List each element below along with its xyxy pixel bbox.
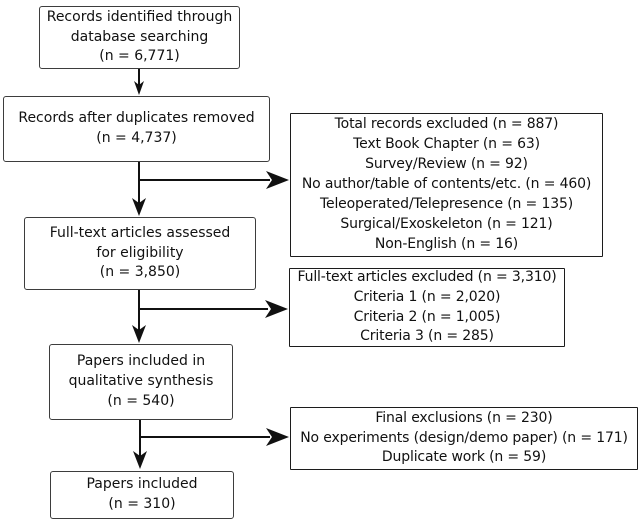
box-text-line: Records after duplicates removed <box>18 110 255 127</box>
arrow-fulltext-to-qualitative <box>132 289 146 343</box>
box-text-line: Final exclusions (n = 230) <box>375 409 553 426</box>
arrow-branch-records-excluded <box>138 171 289 189</box>
box-fulltext-excluded: Full-text articles excluded (n = 3,310) … <box>289 268 565 347</box>
box-text-line: (n = 310) <box>108 496 176 512</box>
box-records-identified: Records identified through database sear… <box>39 6 240 69</box>
arrow-branch-fulltext-excluded <box>138 300 288 318</box>
box-text-line: Surgical/Exoskeleton (n = 121) <box>340 215 553 232</box>
box-text-line: Full-text articles assessed <box>49 224 231 241</box>
box-fulltext-assessed: Full-text articles assessed for eligibil… <box>24 217 256 290</box>
box-text-line: (n = 540) <box>107 392 175 409</box>
box-records-excluded: Total records excluded (n = 887) Text Bo… <box>290 113 603 257</box>
box-text-line: Records identified through <box>46 8 233 25</box>
box-text-line: No author/table of contents/etc. (n = 46… <box>301 176 592 193</box>
box-text-line: Duplicate work (n = 59) <box>381 449 547 466</box>
box-text-line: Criteria 2 (n = 1,005) <box>353 308 501 325</box>
arrow-identified-to-deduplicated <box>134 68 144 95</box>
arrow-branch-final-exclusions <box>139 428 289 446</box>
box-text-line: Non-English (n = 16) <box>374 235 519 252</box>
box-final-exclusions: Final exclusions (n = 230) No experiment… <box>290 407 638 470</box>
box-text-line: (n = 6,771) <box>99 48 180 65</box>
box-text-line: (n = 4,737) <box>96 130 177 146</box>
box-text-line: No experiments (design/demo paper) (n = … <box>300 429 628 446</box>
box-text-line: Text Book Chapter (n = 63) <box>353 136 540 153</box>
box-text-line: database searching <box>70 28 209 45</box>
box-text-line: Papers included in <box>76 353 206 370</box>
box-qualitative-synthesis: Papers included in qualitative synthesis… <box>49 344 233 420</box>
box-papers-included: Papers included (n = 310) <box>50 471 234 519</box>
box-text-line: qualitative synthesis <box>68 373 214 390</box>
box-text-line: Survey/Review (n = 92) <box>365 156 528 173</box>
arrow-deduplicated-to-fulltext <box>132 161 146 216</box>
box-text-line: (n = 3,850) <box>99 264 181 281</box>
box-text-line: Criteria 3 (n = 285) <box>360 328 494 345</box>
box-text-line: Full-text articles excluded (n = 3,310) <box>297 268 557 285</box>
box-text-line: for eligibility <box>96 244 184 261</box>
arrow-qualitative-to-included <box>133 419 147 469</box>
box-text-line: Papers included <box>86 476 198 493</box>
box-duplicates-removed: Records after duplicates removed (n = 4,… <box>3 96 270 162</box>
box-text-line: Teleoperated/Telepresence (n = 135) <box>319 195 574 212</box>
box-text-line: Criteria 1 (n = 2,020) <box>353 288 501 305</box>
box-text-line: Total records excluded (n = 887) <box>334 116 559 133</box>
